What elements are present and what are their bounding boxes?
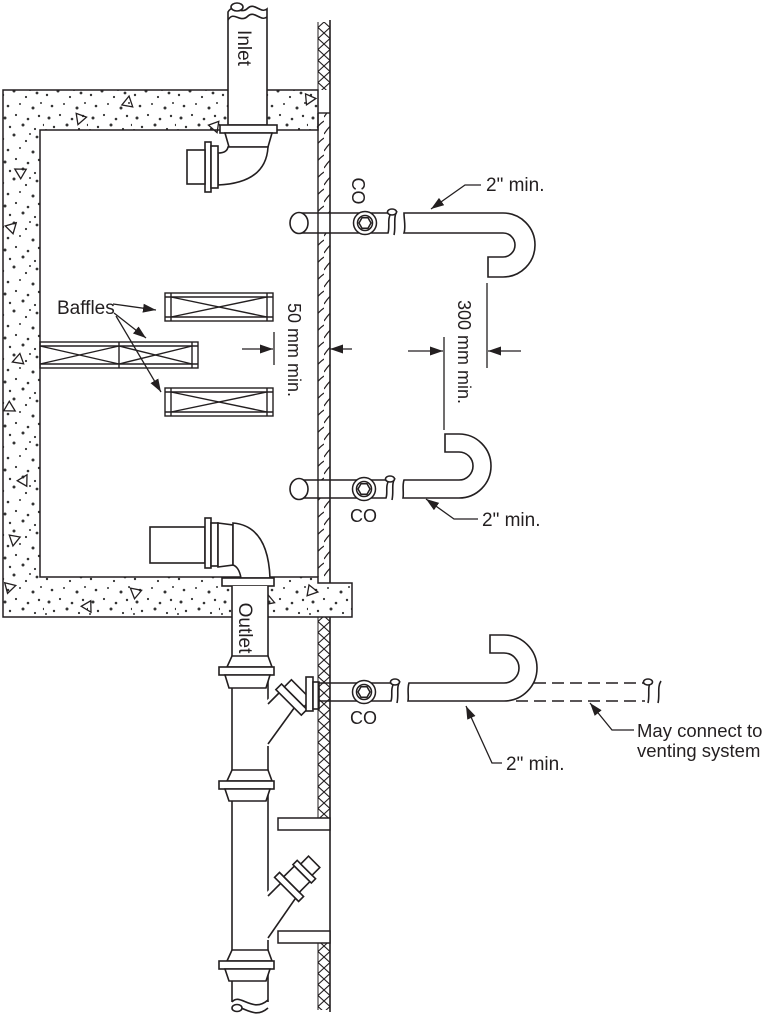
outlet-stub [149, 526, 206, 564]
cleanout-plug-top [352, 210, 378, 236]
baffles-label: Baffles [57, 298, 115, 319]
outlet-hub [217, 522, 234, 568]
plug-hex-icon [357, 482, 371, 496]
outlet-pipe [149, 517, 321, 1014]
cleanout-label-bottom: CO [350, 708, 377, 728]
leader-vent-middle [425, 498, 478, 520]
baffles-group [39, 292, 274, 417]
cleanout-plug-45 [273, 855, 321, 903]
wall-hatch-strip [318, 113, 330, 577]
inlet-pipe [186, 2, 278, 193]
venting-note-line2: venting system [637, 740, 760, 761]
wall-support-lower [277, 930, 331, 944]
wall-face-lines [317, 20, 331, 583]
inlet-label: Inlet [233, 30, 254, 67]
pipe-end-cap [289, 477, 309, 501]
pipe-end-cap [289, 211, 309, 235]
dimension-300mm [408, 283, 521, 430]
vent-size-label-bottom: 2" min. [506, 754, 564, 775]
leader-venting-note [589, 702, 634, 731]
cleanout-label-top: CO [348, 178, 368, 205]
outlet-label: Outlet [234, 603, 255, 654]
dim-label-50mm: 50 mm min. [284, 303, 304, 397]
pipe-break-icon [231, 1003, 243, 1013]
pipe-break-icon [230, 2, 244, 12]
cleanout-plug-bottom [351, 679, 377, 705]
leader-vent-top [430, 184, 481, 210]
diagram-labels: Inlet Outlet Baffles CO CO CO 50 mm min.… [57, 30, 762, 775]
vent-size-label-middle: 2" min. [482, 510, 540, 531]
cleanout-label-middle: CO [350, 506, 377, 526]
leader-baffle-top [112, 303, 157, 313]
leader-vent-bottom [465, 705, 502, 764]
vent-return-bend-middle [402, 433, 492, 499]
pipe-break-icon [642, 678, 654, 686]
earth-hatch-bottom [317, 617, 331, 1012]
earth-hatch-top [318, 22, 330, 90]
venting-note-line1: May connect to [637, 720, 762, 741]
leader-baffle-middle [113, 312, 147, 339]
inlet-stub [186, 149, 206, 185]
pipe-break-icon [384, 475, 396, 483]
baffle-middle [39, 341, 199, 369]
pipe-break-icon [389, 678, 401, 686]
vent-size-label-top: 2" min. [486, 175, 544, 196]
outlet-elbow [232, 522, 271, 579]
inlet-elbow [217, 146, 269, 186]
leader-baffle-bottom [115, 315, 162, 393]
vent-return-bend-top [402, 212, 536, 278]
plug-hex-icon [357, 685, 371, 699]
wall-support-upper [277, 817, 331, 831]
plug-hex-icon [358, 216, 372, 230]
dim-label-300mm: 300 mm min. [454, 300, 474, 404]
cleanout-plug-middle [351, 476, 377, 502]
inlet-hub [223, 132, 274, 148]
vent-return-bend-bottom [407, 634, 538, 702]
baffle-top [164, 292, 274, 322]
pipe-break-icon [386, 208, 398, 216]
leader-lines [112, 184, 634, 764]
dashed-vent-continuation [516, 682, 645, 702]
dimension-50mm [242, 332, 352, 365]
baffle-bottom [164, 387, 274, 417]
aggregate-triangles [2, 92, 320, 614]
outlet-flange [221, 577, 275, 587]
inlet-flange [219, 124, 278, 134]
